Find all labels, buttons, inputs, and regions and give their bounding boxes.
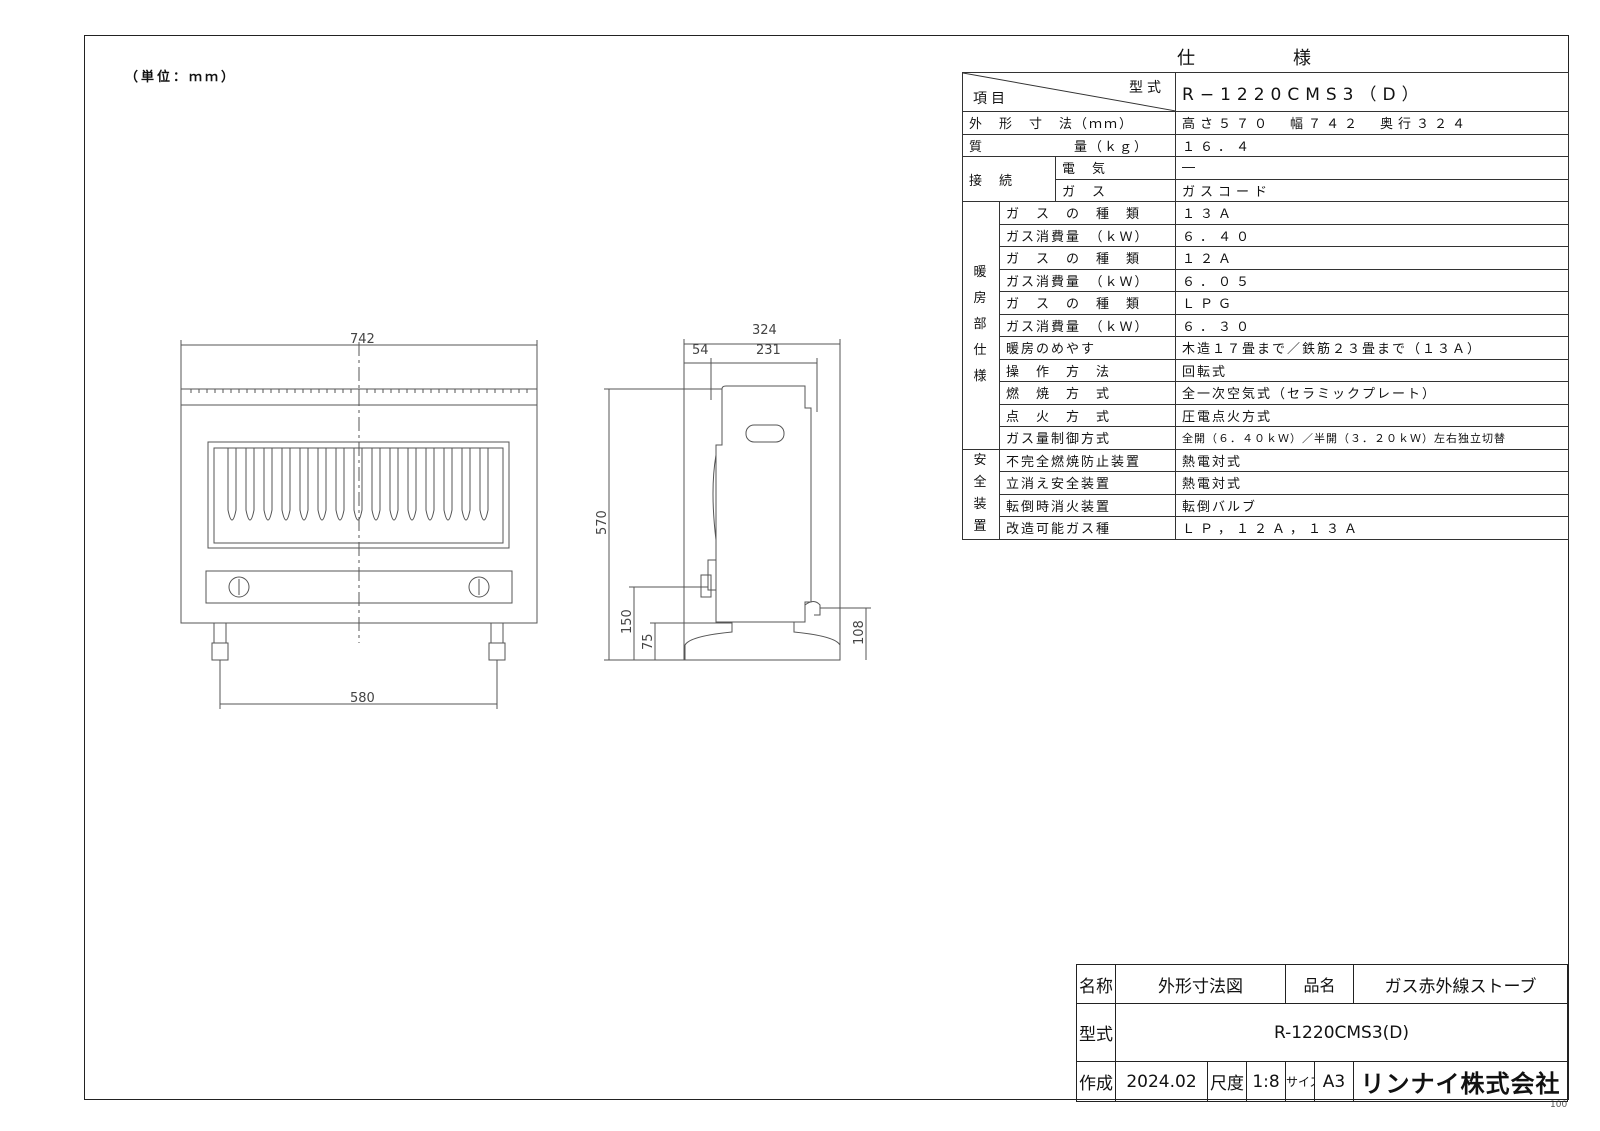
spec-row: 外 形 寸 法（ｍｍ） 高さ５７０ 幅７４２ 奥行３２４ [961,111,1569,135]
convertible-gas-label: 改造可能ガス種 [998,516,1177,540]
dim-depth-a-text: 54 [692,343,709,358]
gas-type-12a: １２Ａ [1175,246,1569,270]
consumption-13a: ６．４０ [1175,223,1569,247]
side-body-outline [707,385,812,623]
name-value: 外形寸法図 [1115,964,1286,1004]
convertible-gas-value: ＬＰ，１２Ａ，１３Ａ [1175,516,1569,540]
dim-depth-text: 324 [752,323,777,338]
made-value: 2024.02 [1115,1061,1208,1102]
drawing-frame [84,35,1569,1100]
electric-value: ― [1175,156,1569,180]
dim-legs-text: 580 [350,691,375,706]
dimensions-label: 外 形 寸 法（ｍｍ） [961,111,1177,135]
dim-75-text: 75 [641,633,656,650]
side-front-curve [712,454,717,541]
left-knob [228,576,250,598]
gas-value: ガスコード [1175,178,1569,202]
dim-depth-b-text: 231 [756,343,781,358]
dim-108-text: 108 [852,620,867,645]
spec-table: 型式 項目 R−1220CMS3（D） 外 形 寸 法（ｍｍ） 高さ５７０ 幅７… [961,72,1569,540]
gas-label: ガ ス [1054,178,1177,202]
size-label: サイズ [1285,1061,1315,1102]
right-knob [468,576,490,598]
spec-row: ガス消費量 （ｋＷ） ６．４０ [963,223,1569,247]
header-item-label: 項目 [973,91,1009,107]
spec-row: ガ ス ガスコード [963,178,1569,202]
dimensions-value: 高さ５７０ 幅７４２ 奥行３２４ [1175,111,1569,135]
tipover-label: 転倒時消火装置 [998,493,1177,517]
name-label: 名称 [1076,964,1116,1004]
page-number: 100 [1550,1100,1568,1110]
spec-title: 仕 様 [1177,48,1351,69]
front-guard-bars [227,448,489,521]
side-knob [700,574,712,598]
spec-row: 改造可能ガス種 ＬＰ，１２Ａ，１３Ａ [963,516,1569,540]
safety-group-label: 安全装置 [962,448,1000,540]
header-model-label: 型式 [1129,80,1166,96]
spec-row: 質 量（ｋｇ） １６．４ [961,133,1569,157]
made-label: 作成 [1076,1061,1116,1102]
scale-label: 尺度 [1207,1061,1247,1102]
electric-label: 電 気 [1054,156,1177,180]
dim-height-text: 570 [595,510,610,535]
right-leg [490,622,504,644]
model-value-block: R-1220CMS3(D) [1115,1003,1568,1062]
spec-row: 燃 焼 方 式 全一次空気式（セラミックプレート） [963,381,1569,405]
left-foot [211,642,229,661]
weight-label: 質 量（ｋｇ） [961,133,1177,157]
left-leg [213,622,227,644]
consumption-12a: ６．０５ [1175,268,1569,292]
spec-row: ガス量制御方式 全開（６．４０ｋＷ）／半開（３．２０ｋＷ）左右独立切替 [963,426,1569,450]
combustion-label: 燃 焼 方 式 [998,381,1177,405]
scale-value: 1:8 [1246,1061,1286,1102]
gas-type-label: ガ ス の 種 類 [998,246,1177,270]
spec-row: 安全装置 不完全燃焼防止装置 熱電対式 [962,448,1569,540]
spec-row: 暖房部仕様 ガ ス の 種 類 １３Ａ [962,201,1569,450]
side-gas-connector [804,601,821,616]
gas-type-13a: １３Ａ [1175,201,1569,225]
gas-consumption-label: ガス消費量 （ｋＷ） [998,223,1177,247]
model-value: R−1220CMS3（D） [1175,72,1569,112]
spec-header-cell: 型式 項目 [961,72,1177,112]
spec-row: ガ ス の 種 類 １２Ａ [963,246,1569,270]
combustion-value: 全一次空気式（セラミックプレート） [1175,381,1569,405]
gas-control-value: 全開（６．４０ｋＷ）／半開（３．２０ｋＷ）左右独立切替 [1175,426,1569,450]
right-foot [488,642,506,661]
dim-width-text: 742 [350,332,375,347]
title-block: 名称 外形寸法図 品名 ガス赤外線ストーブ 型式 R-1220CMS3(D) 作… [1076,964,1568,1102]
unit-note: （単位：ｍｍ） [125,70,238,85]
front-view [180,340,538,709]
size-value: A3 [1313,1061,1355,1102]
product-label: 品名 [1284,964,1355,1004]
side-base [684,621,841,661]
gas-control-label: ガス量制御方式 [998,426,1177,450]
dim-150-text: 150 [620,609,635,634]
ignition-label: 点 火 方 式 [998,403,1177,427]
side-handle-slot [745,424,785,443]
heating-group-label: 暖房部仕様 [962,201,1000,450]
product-value: ガス赤外線ストーブ [1353,964,1568,1004]
gas-type-label: ガ ス の 種 類 [998,291,1177,315]
top-vent [190,389,528,393]
company-name: リンナイ株式会社 [1353,1061,1568,1102]
model-label: 型式 [1076,1003,1116,1062]
spec-row: 操 作 方 法 回転式 [963,358,1569,382]
gas-type-label: ガ ス の 種 類 [998,201,1177,225]
side-view [604,339,871,661]
header-diagonal [963,73,1175,111]
weight-value: １６．４ [1175,133,1569,157]
